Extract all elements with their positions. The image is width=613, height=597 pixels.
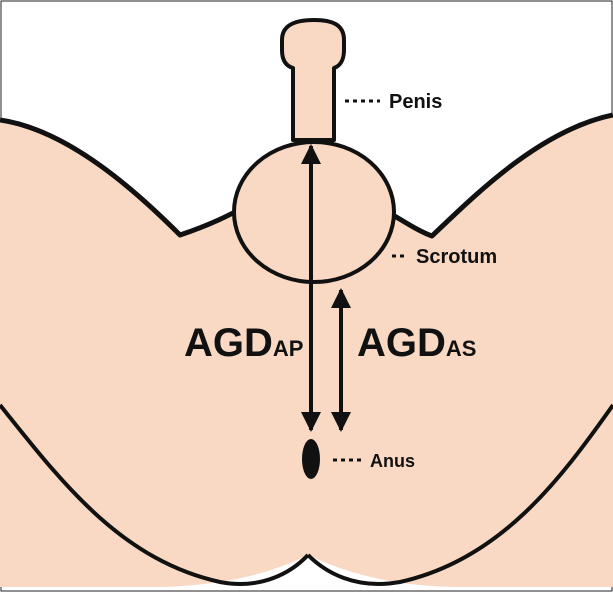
scrotum-shape — [234, 142, 394, 282]
agd-ap-main: AGD — [184, 321, 273, 365]
penis-label: Penis — [389, 91, 442, 113]
penis-shape — [282, 20, 344, 140]
agd-as-sub: AS — [446, 336, 477, 361]
scrotum-label: Scrotum — [416, 246, 497, 268]
agd-ap-sub: AP — [273, 336, 304, 361]
agd-as-main: AGD — [357, 321, 446, 365]
anus-shape — [302, 439, 320, 479]
anus-label: Anus — [370, 451, 415, 471]
